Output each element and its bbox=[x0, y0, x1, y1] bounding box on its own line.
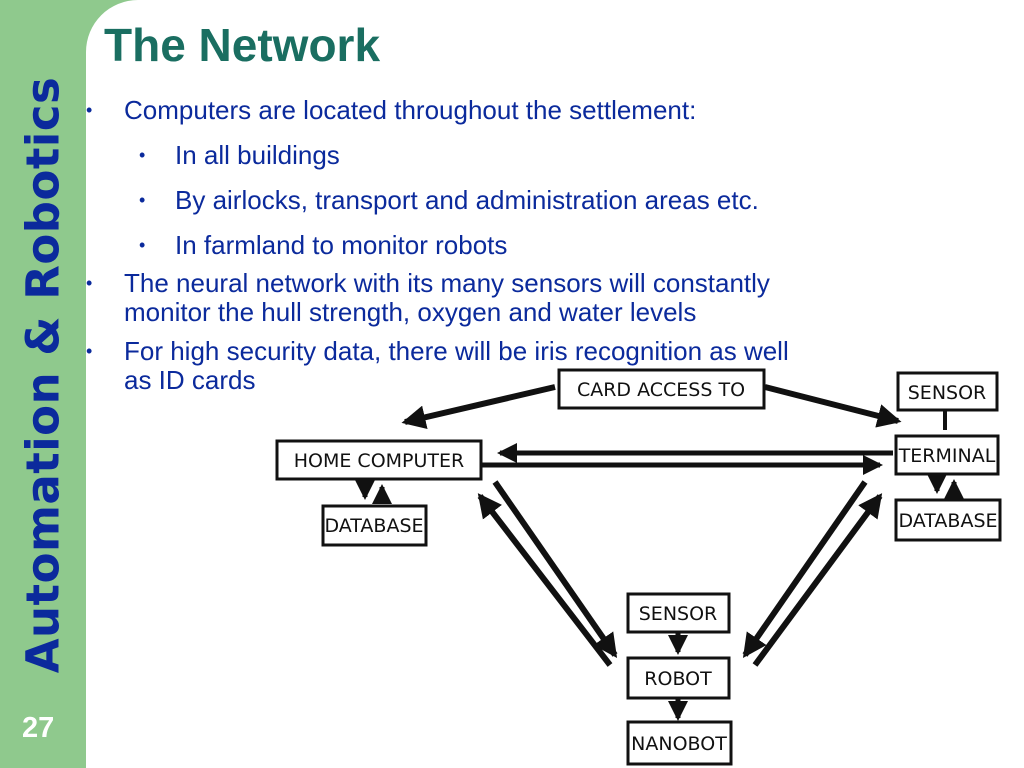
sub-bullet-text: By airlocks, transport and administratio… bbox=[175, 185, 759, 215]
node-home-computer: HOME COMPUTER bbox=[275, 439, 483, 481]
node-card-access: CARD ACCESS TO bbox=[557, 368, 766, 410]
arrow-terminal-to-robot bbox=[742, 480, 868, 658]
node-label: NANOBOT bbox=[631, 733, 727, 755]
bullet-dot: • bbox=[139, 235, 146, 255]
sub-bullet-item: • In all buildings bbox=[139, 140, 340, 170]
bullet-dot: • bbox=[86, 341, 93, 361]
node-label: DATABASE bbox=[324, 515, 423, 537]
arrow-robot-to-home bbox=[477, 493, 613, 667]
arrow-robot-to-terminal bbox=[752, 493, 883, 667]
node-terminal: TERMINAL bbox=[894, 434, 1000, 476]
sidebar-band bbox=[0, 0, 86, 768]
arrow-home-to-robot bbox=[492, 480, 618, 658]
bullet-dot: • bbox=[86, 273, 93, 293]
sub-bullet-item: • In farmland to monitor robots bbox=[139, 230, 508, 260]
arrow-card-to-terminal bbox=[764, 384, 902, 428]
title-band-curve bbox=[86, 0, 358, 86]
node-robot: ROBOT bbox=[626, 656, 731, 700]
node-label: TERMINAL bbox=[898, 445, 996, 467]
sub-bullet-text: In all buildings bbox=[175, 140, 340, 170]
bullet-dot: • bbox=[139, 145, 146, 165]
page-number: 27 bbox=[22, 712, 55, 744]
node-database-left: DATABASE bbox=[321, 504, 428, 547]
node-label: SENSOR bbox=[639, 603, 718, 625]
node-label: CARD ACCESS TO bbox=[577, 379, 745, 401]
node-label: DATABASE bbox=[898, 510, 997, 532]
node-sensor-bottom: SENSOR bbox=[626, 592, 731, 634]
bullet-text-line: For high security data, there will be ir… bbox=[124, 336, 789, 366]
page-title: The Network bbox=[104, 19, 381, 71]
bullet-item: • For high security data, there will be … bbox=[86, 336, 789, 395]
bullet-text: Computers are located throughout the set… bbox=[124, 95, 697, 125]
node-label: SENSOR bbox=[908, 382, 987, 404]
bullet-dot: • bbox=[139, 190, 146, 210]
sub-bullet-item: • By airlocks, transport and administrat… bbox=[139, 185, 759, 215]
sub-bullet-text: In farmland to monitor robots bbox=[175, 230, 508, 260]
bullet-text-line: monitor the hull strength, oxygen and wa… bbox=[124, 297, 697, 327]
node-database-right: DATABASE bbox=[894, 498, 1002, 542]
node-sensor-top: SENSOR bbox=[896, 371, 999, 412]
node-nanobot: NANOBOT bbox=[626, 720, 733, 766]
bullet-text-line: as ID cards bbox=[124, 365, 256, 395]
arrow-card-to-home bbox=[401, 384, 556, 430]
node-label: ROBOT bbox=[644, 668, 712, 690]
bullet-dot: • bbox=[86, 100, 93, 120]
node-label: HOME COMPUTER bbox=[294, 450, 464, 472]
bullet-item: • The neural network with its many senso… bbox=[86, 268, 770, 327]
bullet-text-line: The neural network with its many sensors… bbox=[124, 268, 770, 298]
bullet-item: • Computers are located throughout the s… bbox=[86, 95, 697, 125]
